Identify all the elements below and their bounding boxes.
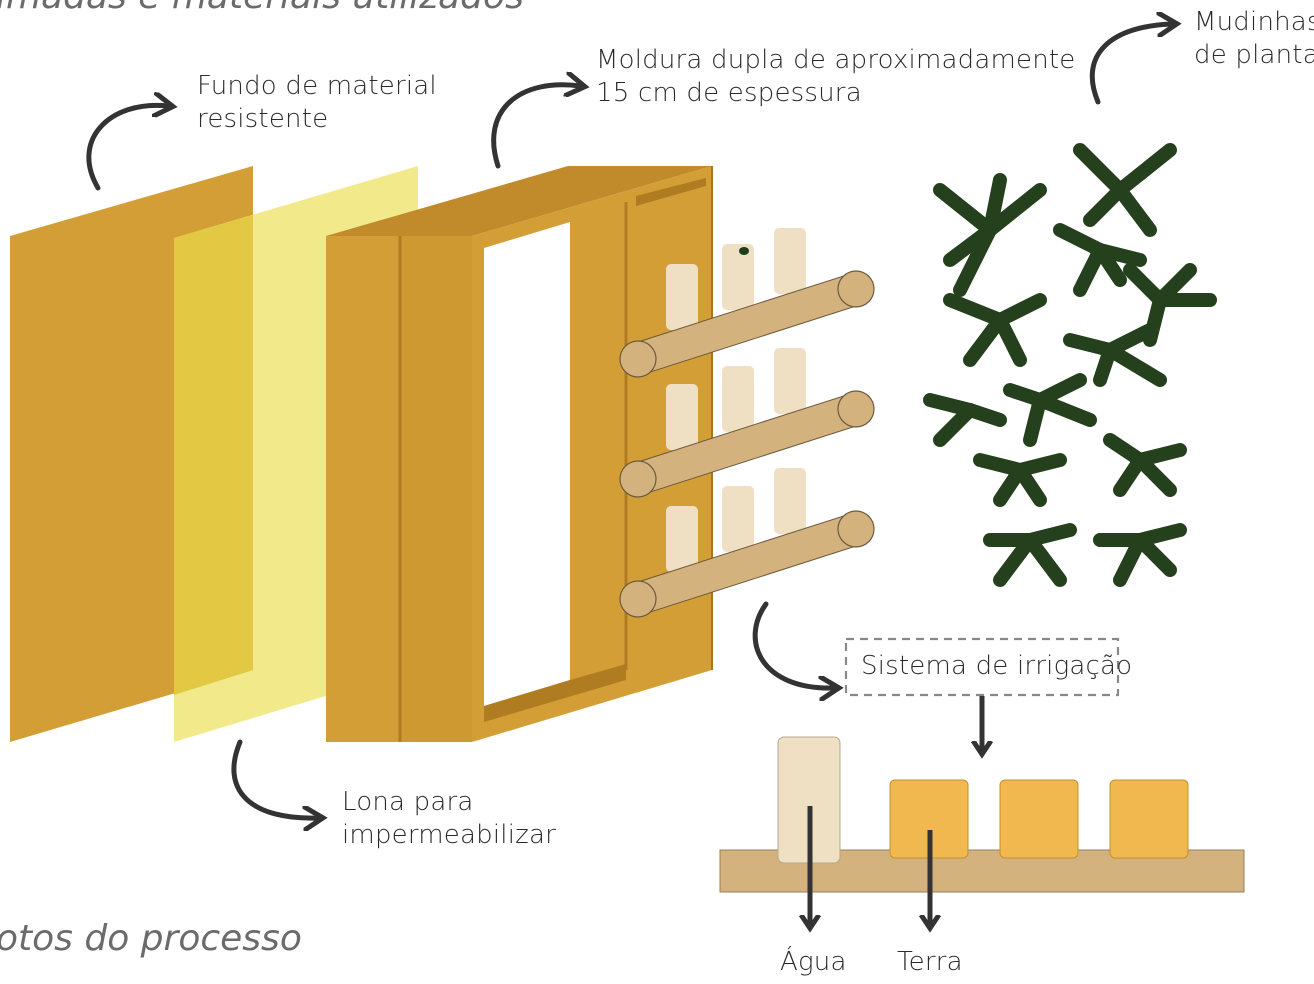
plant-icon xyxy=(973,453,1067,507)
label-moldura-line2: 15 cm de espessura xyxy=(596,77,862,108)
label-moldura-line1: Moldura dupla de aproximadamente xyxy=(596,45,1076,75)
label-mudinhas: Mudinhas de plantas xyxy=(1194,6,1314,71)
arrow-lona xyxy=(231,739,318,818)
label-fundo-line1: Fundo de material xyxy=(197,71,437,101)
seedling-cup xyxy=(774,468,806,534)
pipe-row-1 xyxy=(619,228,875,378)
plant-icon xyxy=(1003,373,1097,447)
label-lona-line1: Lona para xyxy=(342,787,474,817)
label-fundo-line2: resistente xyxy=(197,103,329,134)
arrow-fundo xyxy=(86,105,168,191)
seedling-cup xyxy=(666,384,698,450)
plant-icon xyxy=(1053,223,1147,297)
page-heading-cut: imadas e materiais utilizados xyxy=(0,0,524,17)
seedling-cup xyxy=(722,244,754,310)
plant-icon xyxy=(933,173,1047,297)
plant-icon xyxy=(1073,143,1177,237)
arrow-sistema xyxy=(752,601,834,688)
seedling-cup xyxy=(774,348,806,414)
frame xyxy=(326,166,713,742)
sistema-dashed-box xyxy=(844,637,1120,697)
seedling-cup xyxy=(774,228,806,294)
arrow-moldura xyxy=(491,85,580,169)
label-lona: Lona para impermeabilizar xyxy=(342,786,556,851)
plant-icon xyxy=(1103,433,1187,497)
plants-cluster xyxy=(923,143,1217,587)
pipe-row-3 xyxy=(619,468,875,618)
label-moldura: Moldura dupla de aproximadamente 15 cm d… xyxy=(596,44,1075,109)
soil-box-2 xyxy=(999,779,1079,859)
arrow-mudinhas xyxy=(1089,24,1172,105)
plant-icon xyxy=(1093,523,1187,587)
label-mudinhas-line1: Mudinhas xyxy=(1194,7,1314,37)
soil-box-3 xyxy=(1109,779,1189,859)
plant-icon xyxy=(1063,323,1167,387)
section-heading-cut: otos do processo xyxy=(0,918,302,959)
pipe-row-2 xyxy=(619,348,875,498)
panel-tarp-overlap xyxy=(174,215,253,695)
label-terra: Terra xyxy=(897,947,963,977)
plant-icon xyxy=(983,523,1077,587)
label-agua: Água xyxy=(780,947,847,977)
label-sistema: Sistema de irrigação xyxy=(861,651,1133,681)
label-mudinhas-line2: de plantas xyxy=(1194,39,1314,70)
plant-icon xyxy=(923,393,1007,447)
label-lona-line2: impermeabilizar xyxy=(342,819,556,850)
seedling-cup xyxy=(666,264,698,330)
label-fundo: Fundo de material resistente xyxy=(197,70,437,135)
seedling-cup xyxy=(722,486,754,552)
plant-icon xyxy=(943,293,1047,367)
seedling-cup xyxy=(666,506,698,572)
seedling-cup xyxy=(722,366,754,432)
